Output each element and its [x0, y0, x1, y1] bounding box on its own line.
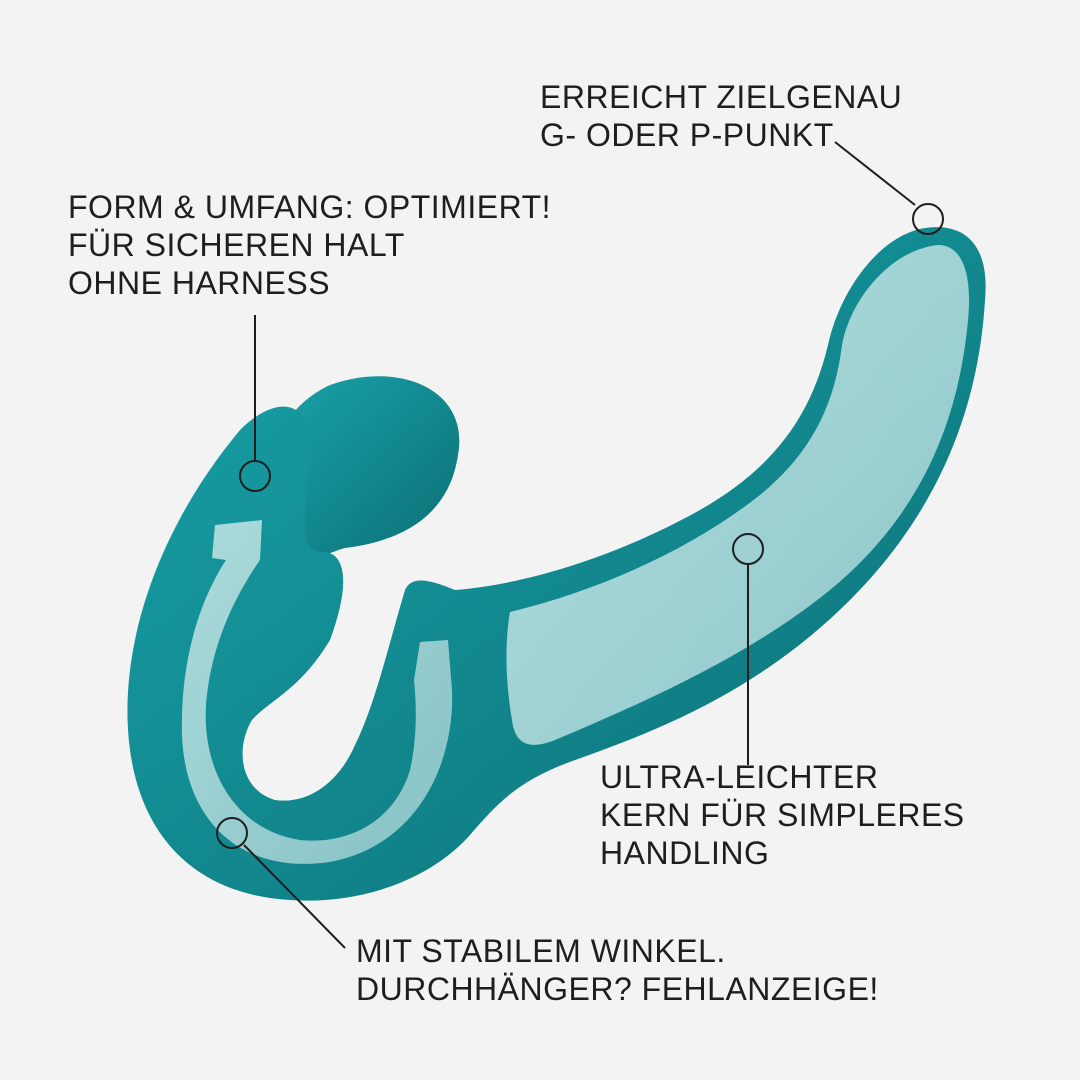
shaft-core — [506, 245, 970, 745]
callout-angle: MIT STABILEM WINKEL. DURCHHÄNGER? FEHLAN… — [356, 932, 879, 1008]
callout-core-line-3: HANDLING — [600, 835, 770, 871]
callout-shape-line-1: FORM & UMFANG: OPTIMIERT! — [68, 189, 552, 225]
callout-shape-line-2: FÜR SICHEREN HALT — [68, 227, 405, 263]
callout-tip-line-2: G- ODER P-PUNKT — [540, 117, 834, 153]
callout-angle-line-1: MIT STABILEM WINKEL. — [356, 933, 726, 969]
callout-shape-line-3: OHNE HARNESS — [68, 265, 331, 301]
callout-tip-line-1: ERREICHT ZIELGENAU — [540, 79, 903, 115]
callout-core-line-2: KERN FÜR SIMPLERES — [600, 797, 965, 833]
callout-core-line-1: ULTRA-LEICHTER — [600, 759, 879, 795]
callout-core: ULTRA-LEICHTER KERN FÜR SIMPLERES HANDLI… — [600, 758, 965, 872]
callout-shape: FORM & UMFANG: OPTIMIERT! FÜR SICHEREN H… — [68, 188, 551, 302]
callout-lines — [216, 141, 944, 949]
callout-tip: ERREICHT ZIELGENAU G- ODER P-PUNKT — [540, 78, 902, 154]
callout-angle-line-2: DURCHHÄNGER? FEHLANZEIGE! — [356, 971, 879, 1007]
internal-bulb — [267, 376, 460, 560]
